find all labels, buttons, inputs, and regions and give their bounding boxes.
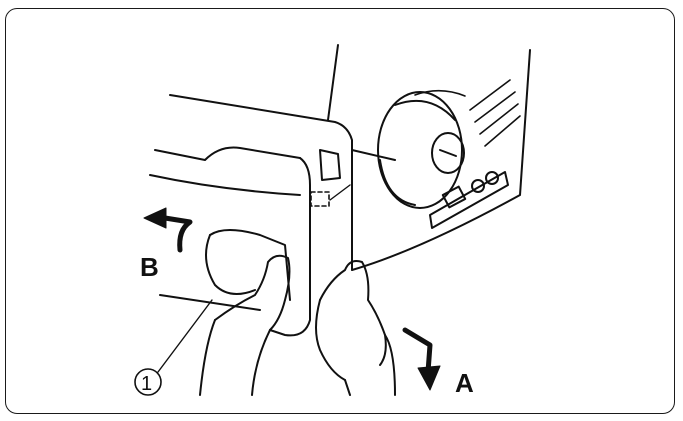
arrow-a: [402, 327, 441, 391]
handwheel: [377, 91, 465, 209]
label-b: B: [140, 252, 159, 282]
machine-body: [169, 44, 531, 271]
right-hand: [315, 260, 396, 396]
arrow-b: [143, 207, 193, 253]
label-a: A: [455, 368, 474, 398]
extension-table: [205, 229, 291, 301]
machine-bed: [149, 146, 351, 337]
figure-frame: [5, 8, 675, 414]
power-switch-panel: [429, 171, 509, 229]
left-hand: [199, 254, 291, 396]
callout-leader: [134, 299, 213, 396]
callout-number-1: 1: [141, 373, 152, 395]
